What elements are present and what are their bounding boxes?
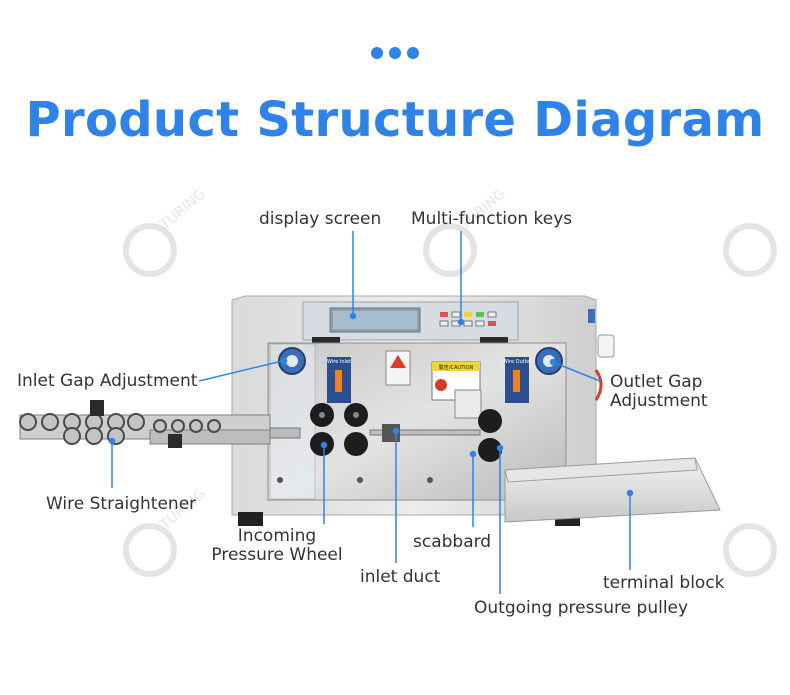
label-scabbard: scabbard xyxy=(413,532,492,552)
watermark-logo xyxy=(720,490,790,585)
label-incoming-line2: Pressure Wheel xyxy=(211,545,343,565)
control-panel xyxy=(302,301,519,341)
label-outlet-gap-adjustment: Outlet Gap Adjustment xyxy=(610,373,708,411)
inlet-gap-knob xyxy=(278,347,306,375)
label-inlet-duct: inlet duct xyxy=(360,567,441,587)
page-title: Product Structure Diagram xyxy=(25,92,765,148)
wire-inlet-indicator xyxy=(327,357,351,403)
watermark-logo: TURING xyxy=(120,186,230,285)
dot-icon xyxy=(407,47,419,59)
dot-icon xyxy=(389,47,401,59)
outlet-gap-knob xyxy=(535,347,563,375)
watermark-logo: TURING xyxy=(120,486,230,585)
label-multi-function-keys: Multi-function keys xyxy=(411,209,573,229)
wire-inlet-text: Wire Inlet xyxy=(327,359,351,365)
caution-text: 警告/CAUTION xyxy=(439,364,474,371)
outgoing-pressure-pulleys xyxy=(478,409,502,462)
decorative-dots xyxy=(371,47,419,59)
watermark-logo: TURING xyxy=(420,186,530,285)
label-outlet-gap-line2: Adjustment xyxy=(610,391,708,411)
wire-outlet-indicator xyxy=(505,357,529,403)
label-inlet-gap-adjustment: Inlet Gap Adjustment xyxy=(17,371,198,391)
wire-outlet-text: Wire Outlet xyxy=(503,359,531,365)
dot-icon xyxy=(371,47,383,59)
label-display-screen: display screen xyxy=(259,209,382,229)
label-outgoing-pressure-pulley: Outgoing pressure pulley xyxy=(474,598,689,618)
label-outlet-gap-line1: Outlet Gap xyxy=(610,372,703,392)
label-incoming-pressure-wheel: Incoming Pressure Wheel xyxy=(210,527,344,565)
label-wire-straightener: Wire Straightener xyxy=(46,494,197,514)
label-terminal-block: terminal block xyxy=(603,573,725,593)
terminal-block-tray xyxy=(504,457,721,523)
wire-straightener xyxy=(19,400,301,448)
label-incoming-line1: Incoming xyxy=(237,526,317,546)
watermark-logo xyxy=(720,190,790,285)
